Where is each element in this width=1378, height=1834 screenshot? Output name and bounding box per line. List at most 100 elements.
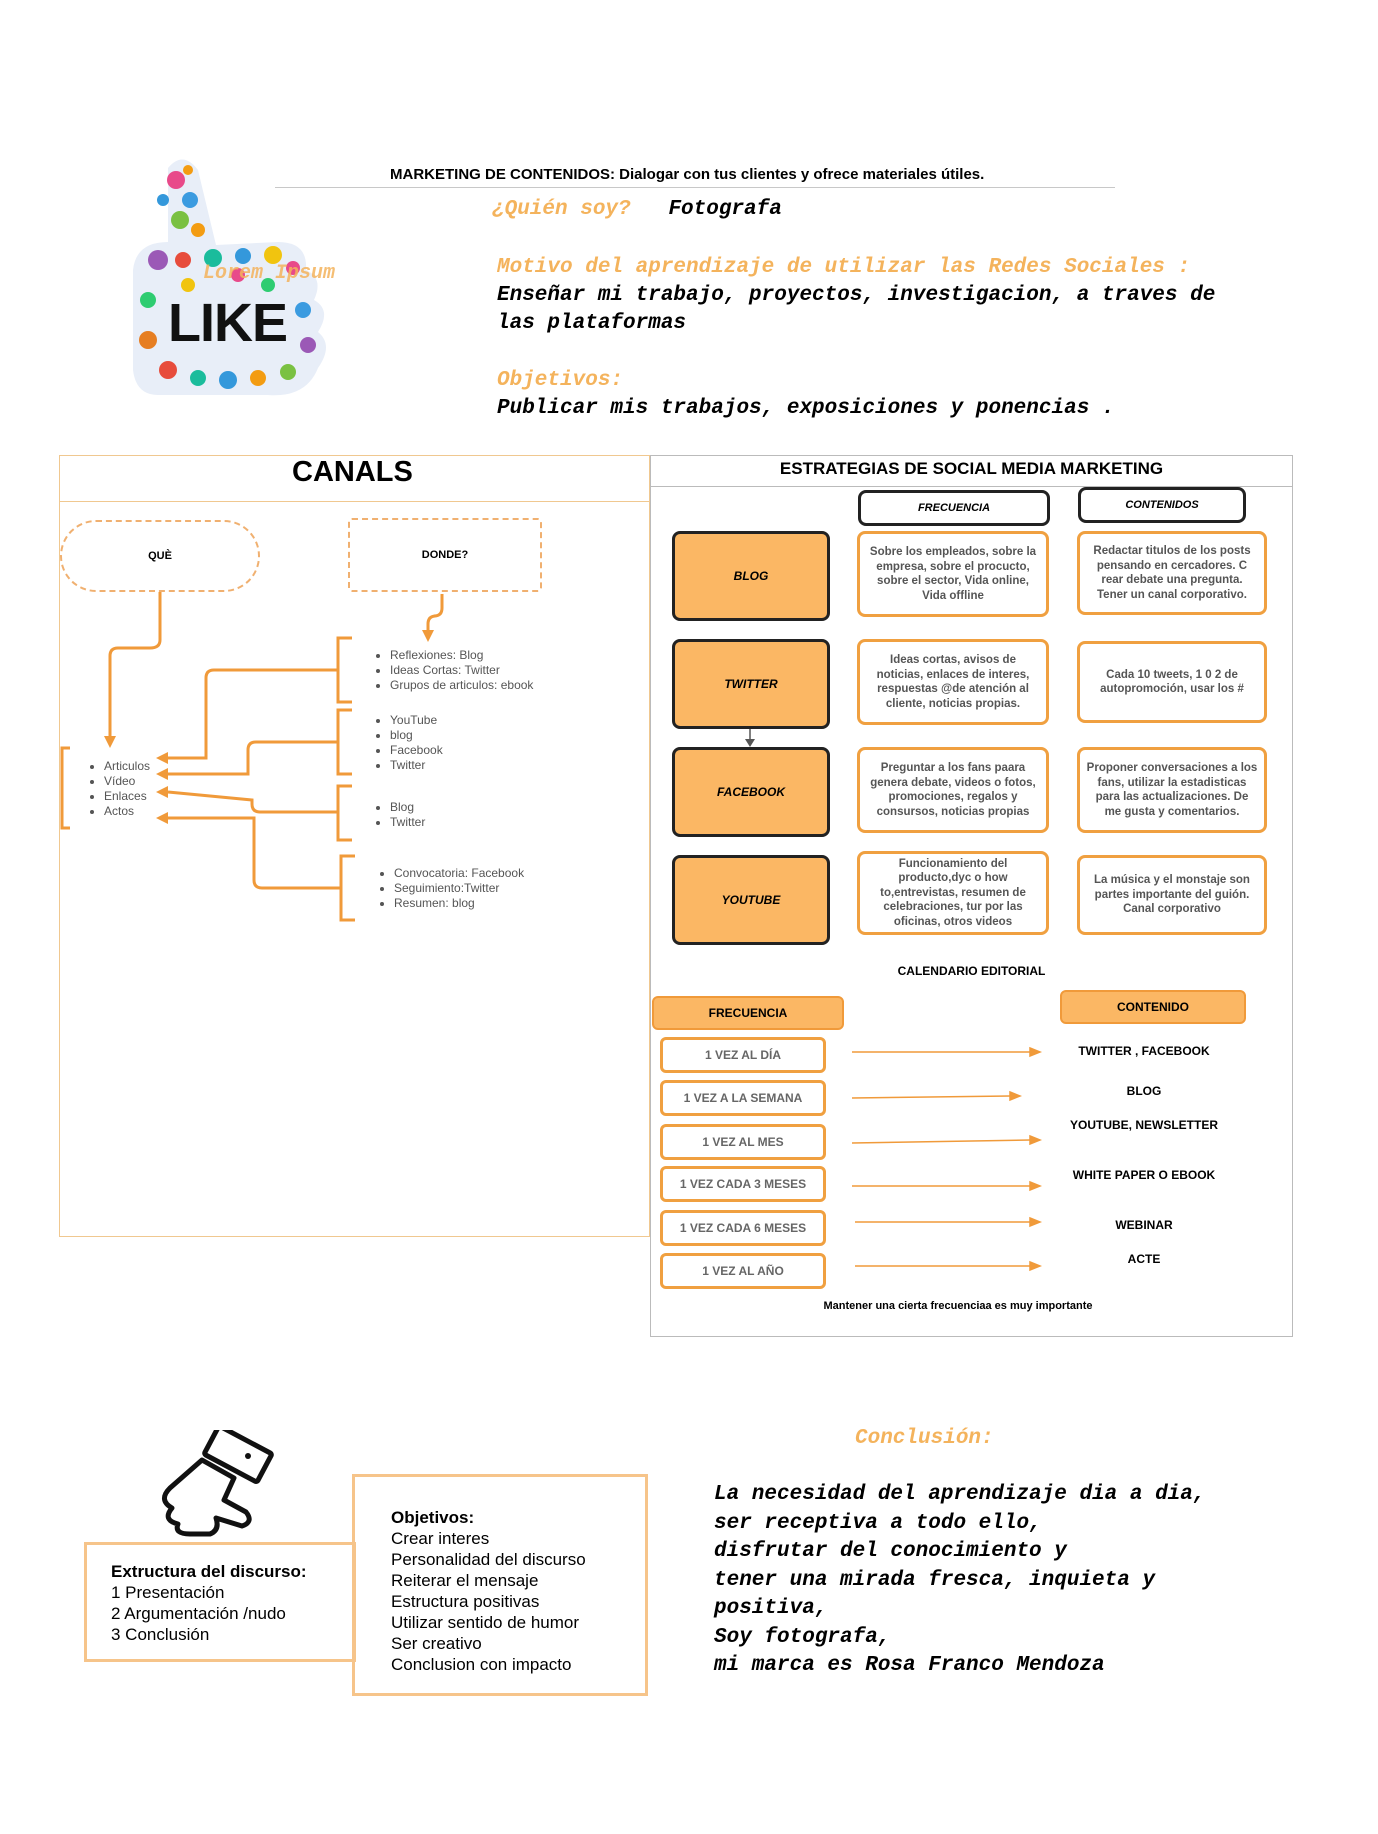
donde-item: Grupos de articulos: ebook [390, 678, 533, 693]
donde-group-2: YouTube blog Facebook Twitter [372, 713, 443, 773]
calendar-content: BLOG [1126, 1084, 1162, 1098]
content-header-label: CONTENIDOS [1125, 499, 1199, 511]
donde-item: Seguimiento:Twitter [394, 881, 524, 896]
channel-twitter: TWITTER [672, 639, 830, 729]
content-cell-text: Cada 10 tweets, 1 0 2 de autopromoción, … [1100, 668, 1244, 696]
twitter-facebook-arrow [745, 729, 755, 747]
conclusion-line: tener una mirada fresca, inquieta y [714, 1568, 1156, 1592]
page-title: MARKETING DE CONTENIDOS: Dialogar con tu… [390, 166, 985, 183]
donde-item: YouTube [390, 713, 443, 728]
like-logo: LIKE Lorem Ipsum [128, 150, 358, 400]
channel-youtube: YOUTUBE [672, 855, 830, 945]
donde-box: DONDE? [348, 518, 542, 592]
motive-line2: las plataformas [497, 312, 687, 335]
calendar-freq-header-label: FRECUENCIA [708, 1006, 788, 1020]
calendar-freq-header: FRECUENCIA [652, 996, 844, 1030]
conclusion-line: Soy fotografa, [714, 1625, 891, 1649]
logo-watermark: Lorem Ipsum [203, 262, 336, 285]
freq-cell-text: Preguntar a los fans paara genera debate… [870, 762, 1036, 818]
content-cell-text: La música y el monstaje son partes impor… [1094, 874, 1250, 916]
content-cell-blog: Redactar titulos de los posts pensando e… [1077, 531, 1267, 615]
thumbs-up-icon [133, 159, 326, 396]
que-list: Articulos Vídeo Enlaces Actos [86, 759, 150, 819]
speech-objectives-box: Objetivos: Crear interes Personalidad de… [352, 1474, 648, 1696]
motive-label: Motivo del aprendizaje de utilizar las R… [497, 256, 1191, 279]
canals-panel [59, 455, 650, 1237]
thumbs-down-icon [162, 1430, 274, 1537]
conclusion-line: mi marca es Rosa Franco Mendoza [714, 1654, 1105, 1677]
content-cell-text: Redactar titulos de los posts pensando e… [1093, 545, 1251, 601]
structure-item: 3 Conclusión [111, 1625, 210, 1644]
speech-objective-item: Reiterar el mensaje [391, 1571, 539, 1590]
channel-label: FACEBOOK [716, 785, 785, 799]
structure-title: Extructura del discurso: [111, 1562, 307, 1581]
content-cell-twitter: Cada 10 tweets, 1 0 2 de autopromoción, … [1077, 641, 1267, 723]
who-label: ¿Quién soy? [492, 198, 631, 221]
freq-cell-youtube: Funcionamiento del producto,dyc o how to… [857, 851, 1049, 935]
donde-item: Ideas Cortas: Twitter [390, 663, 533, 678]
freq-cell-text: Funcionamiento del producto,dyc o how to… [880, 857, 1026, 928]
calendar-content: WEBINAR [1115, 1218, 1173, 1232]
calendar-footer: Mantener una cierta frecuenciaa es muy i… [823, 1300, 1093, 1312]
freq-header: FRECUENCIA [858, 490, 1050, 526]
conclusion-line: ser receptiva a todo ello, [714, 1511, 1042, 1535]
strategies-title: ESTRATEGIAS DE SOCIAL MEDIA MARKETING [779, 459, 1164, 478]
content-cell-facebook: Proponer conversaciones a los fans, util… [1077, 747, 1267, 833]
donde-group-1: Reflexiones: Blog Ideas Cortas: Twitter … [372, 648, 533, 693]
speech-objectives-title: Objetivos: [391, 1508, 475, 1527]
objectives-value: Publicar mis trabajos, exposiciones y po… [497, 397, 1115, 420]
donde-item: Reflexiones: Blog [390, 648, 533, 663]
objectives-label: Objetivos: [497, 369, 624, 392]
speech-objective-item: Ser creativo [391, 1634, 482, 1653]
freq-cell-facebook: Preguntar a los fans paara genera debate… [857, 747, 1049, 833]
conclusion-line: disfrutar del conocimiento y [714, 1540, 1067, 1563]
channel-label: BLOG [733, 569, 769, 583]
speech-objective-item: Crear interes [391, 1529, 490, 1548]
speech-objective-item: Personalidad del discurso [391, 1550, 586, 1569]
canals-title: CANALS [292, 456, 413, 488]
donde-item: Twitter [390, 758, 443, 773]
channel-label: TWITTER [724, 677, 778, 691]
canals-divider [59, 501, 650, 502]
channel-blog: BLOG [672, 531, 830, 621]
donde-item: Blog [390, 800, 425, 815]
channel-facebook: FACEBOOK [672, 747, 830, 837]
donde-item: Facebook [390, 743, 443, 758]
calendar-content-header-label: CONTENIDO [1117, 1000, 1189, 1014]
donde-group-3: Blog Twitter [372, 800, 425, 830]
motive-line1: Enseñar mi trabajo, proyectos, investiga… [497, 284, 1216, 307]
freq-header-label: FRECUENCIA [917, 502, 991, 514]
que-item: Actos [104, 804, 150, 819]
calendar-content: YOUTUBE, NEWSLETTER [1069, 1118, 1218, 1132]
channel-label: YOUTUBE [721, 893, 781, 907]
que-box: QUÈ [60, 520, 260, 592]
donde-item: Resumen: blog [394, 896, 524, 911]
calendar-content: WHITE PAPER O EBOOK [1072, 1168, 1216, 1182]
que-item: Articulos [104, 759, 150, 774]
structure-item: 1 Presentación [111, 1583, 225, 1602]
calendar-frequency: 1 VEZ CADA 6 MESES [660, 1210, 826, 1246]
donde-item: Convocatoria: Facebook [394, 866, 524, 881]
freq-cell-text: Ideas cortas, avisos de noticias, enlace… [876, 654, 1030, 710]
conclusion-label: Conclusión: [855, 1427, 994, 1450]
freq-cell-twitter: Ideas cortas, avisos de noticias, enlace… [857, 639, 1049, 725]
content-cell-youtube: La música y el monstaje son partes impor… [1077, 855, 1267, 935]
content-cell-text: Proponer conversaciones a los fans, util… [1086, 762, 1258, 818]
freq-cell-text: Sobre los empleados, sobre la empresa, s… [869, 546, 1037, 602]
calendar-content: TWITTER , FACEBOOK [1078, 1044, 1210, 1058]
donde-label: DONDE? [421, 549, 469, 561]
freq-cell-blog: Sobre los empleados, sobre la empresa, s… [857, 531, 1049, 617]
donde-item: blog [390, 728, 443, 743]
que-label: QUÈ [148, 550, 172, 562]
strategies-divider [650, 486, 1293, 487]
content-header: CONTENIDOS [1078, 487, 1246, 523]
structure-item: 2 Argumentación /nudo [111, 1604, 286, 1623]
calendar-frequency: 1 VEZ AL MES [660, 1124, 826, 1160]
calendar-frequency: 1 VEZ AL AÑO [660, 1253, 826, 1289]
calendar-frequency: 1 VEZ A LA SEMANA [660, 1080, 826, 1116]
conclusion-line: La necesidad del aprendizaje dia a dia, [714, 1483, 1206, 1506]
who-value: Fotografa [668, 198, 782, 221]
strategies-panel [650, 455, 1293, 1337]
calendar-content-header: CONTENIDO [1060, 990, 1246, 1024]
